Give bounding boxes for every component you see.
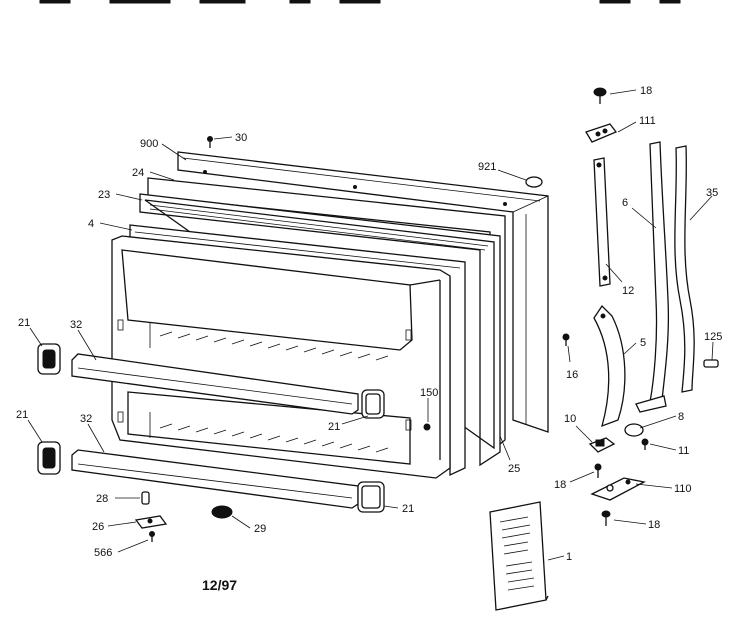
label-35: 35 [706, 187, 718, 199]
label-21-upper-left: 21 [18, 317, 30, 329]
label-29: 29 [254, 523, 266, 535]
end-cap-left-upper [37, 343, 61, 375]
bottom-hinge-10 [588, 437, 616, 453]
washer-8 [624, 423, 644, 437]
label-18-bottom: 18 [648, 519, 660, 531]
callout-labels: 900 30 24 23 4 921 18 111 6 35 12 5 16 1… [16, 85, 722, 593]
label-25: 25 [508, 463, 520, 475]
screw-150 [423, 423, 431, 431]
label-566: 566 [94, 547, 112, 559]
top-edge-marks [39, 0, 681, 4]
label-8: 8 [678, 411, 684, 423]
label-28: 28 [96, 493, 108, 505]
label-24: 24 [132, 167, 144, 179]
instruction-booklet-1 [489, 501, 549, 611]
label-23: 23 [98, 189, 110, 201]
label-12: 12 [622, 285, 634, 297]
end-cap-right-lower [357, 481, 385, 513]
gasket-layers [139, 177, 506, 467]
end-cap-left-lower [37, 441, 61, 475]
label-32-upper: 32 [70, 319, 82, 331]
label-18-middle: 18 [554, 479, 566, 491]
label-18-top: 18 [640, 85, 652, 97]
label-125: 125 [704, 331, 722, 343]
label-150: 150 [420, 387, 438, 399]
label-1: 1 [566, 551, 572, 563]
end-cap-right-upper [361, 389, 385, 419]
screw-18-bottom [601, 510, 611, 526]
label-30: 30 [235, 132, 247, 144]
screw-18-middle [594, 463, 602, 478]
shelf-bar-upper [71, 353, 359, 415]
handle-cover-35 [674, 145, 695, 393]
label-16: 16 [566, 369, 578, 381]
label-21-lower-left: 21 [16, 409, 28, 421]
hinge-5 [593, 304, 626, 428]
label-5: 5 [640, 337, 646, 349]
label-11: 11 [678, 445, 689, 457]
label-21-center: 21 [328, 421, 340, 433]
part-566 [149, 531, 155, 542]
hinge-plate-111 [585, 123, 618, 143]
screw-30 [207, 136, 213, 148]
outer-door-panel [177, 151, 549, 433]
label-110: 110 [674, 483, 692, 495]
screw-16 [562, 333, 570, 346]
label-32-lower: 32 [80, 413, 92, 425]
door-liner [111, 235, 451, 479]
screw-18-top [593, 87, 607, 104]
label-10: 10 [564, 413, 576, 425]
label-6: 6 [622, 197, 628, 209]
part-26 [134, 515, 168, 529]
label-26: 26 [92, 521, 104, 533]
date-code: 12/97 [202, 577, 237, 593]
bracket-12 [593, 157, 611, 287]
label-111: 111 [639, 115, 656, 127]
leader-lines [27, 89, 714, 561]
label-900: 900 [140, 138, 158, 150]
part-28 [141, 491, 150, 505]
liner-dimples [159, 331, 389, 453]
screw-11 [641, 438, 649, 450]
part-29 [211, 505, 233, 519]
label-4: 4 [88, 218, 94, 230]
label-921: 921 [478, 161, 496, 173]
plug-921 [525, 176, 543, 188]
hinge-bracket-110 [590, 477, 646, 501]
pin-125 [703, 359, 719, 368]
label-21-lower-right: 21 [402, 503, 414, 515]
handle-rail-6 [635, 141, 670, 413]
